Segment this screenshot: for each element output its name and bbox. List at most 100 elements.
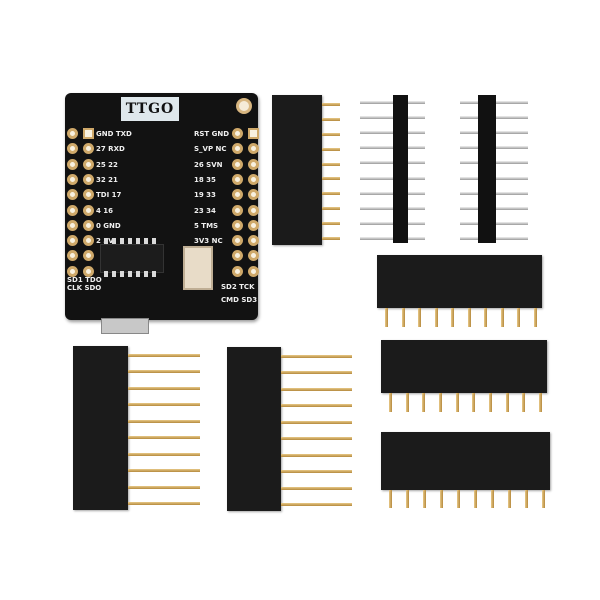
pin-pad xyxy=(232,173,243,185)
header-pin xyxy=(489,393,492,412)
pin-pad xyxy=(67,250,78,262)
chip-leg xyxy=(104,238,108,244)
pin-label-left: GND TXD xyxy=(96,130,132,138)
header-pin xyxy=(322,103,340,106)
pin-label-left-bottom: CLK SDO xyxy=(67,284,102,292)
pin-label-left: 27 RXD xyxy=(96,145,125,154)
header-pin xyxy=(322,192,340,196)
pin-label-right-bottom: CMD SD3 xyxy=(221,296,258,304)
header-pin xyxy=(472,393,476,412)
pin-label-left: 0 GND xyxy=(96,221,121,230)
pin-pad xyxy=(67,219,78,231)
header-pin xyxy=(128,485,200,489)
header-pin xyxy=(389,490,392,508)
chip-leg xyxy=(128,238,132,244)
pin-pad xyxy=(248,265,259,277)
header-pin xyxy=(522,393,526,412)
header-pin xyxy=(281,437,352,441)
pin-pad xyxy=(232,219,243,231)
header-pin xyxy=(128,370,200,374)
header-pin xyxy=(539,393,542,412)
pin-pad xyxy=(83,143,94,155)
header-pin xyxy=(455,393,459,412)
usb-serial-chip xyxy=(100,244,164,273)
header-pin xyxy=(517,308,521,327)
header-pin xyxy=(505,393,509,412)
pin-label-right: 5 TMS xyxy=(194,221,219,230)
header-pin xyxy=(385,308,388,327)
header-pin xyxy=(418,308,422,327)
header-pin xyxy=(534,308,537,327)
header-pin xyxy=(484,308,488,327)
battery-connector xyxy=(183,246,213,290)
chip-leg xyxy=(120,238,124,244)
header-pin xyxy=(360,191,425,195)
chip-leg xyxy=(136,271,140,277)
pin-pad xyxy=(83,158,94,170)
header-pin xyxy=(128,469,200,473)
pin-pad xyxy=(83,173,94,185)
pin-label-left: 25 22 xyxy=(96,160,118,169)
pin-pad xyxy=(67,173,78,185)
header-pin xyxy=(128,354,200,357)
pin-pad xyxy=(248,158,259,170)
pin-pad xyxy=(232,189,243,201)
header-pin xyxy=(322,207,340,211)
header-pin xyxy=(322,162,340,166)
header-pin xyxy=(401,308,405,327)
header-pin xyxy=(439,393,442,412)
header-pin xyxy=(491,490,494,508)
header-pin xyxy=(474,490,477,508)
pin-label-right: 23 34 xyxy=(194,206,216,215)
chip-leg xyxy=(152,271,156,277)
header-pin xyxy=(542,490,545,508)
male-pin-header xyxy=(478,95,496,243)
chip-leg xyxy=(128,271,132,277)
pin-pad xyxy=(67,204,78,216)
header-pin xyxy=(451,308,455,327)
header-pin xyxy=(128,419,200,423)
header-pin xyxy=(322,117,340,121)
female-header-horizontal xyxy=(381,340,547,393)
header-pin xyxy=(406,490,409,508)
long-female-header xyxy=(227,347,281,511)
header-pin xyxy=(281,486,352,490)
pin-pad xyxy=(232,143,243,155)
pin-pad xyxy=(232,250,243,262)
pin-pad xyxy=(248,128,259,139)
header-pin xyxy=(281,355,352,358)
header-pin xyxy=(434,308,438,327)
header-pin xyxy=(360,101,425,104)
female-header-vertical xyxy=(272,95,322,245)
header-pin xyxy=(128,386,200,390)
chip-leg xyxy=(112,271,116,277)
pin-pad xyxy=(83,189,94,201)
long-female-header xyxy=(73,346,128,510)
pin-pad xyxy=(248,204,259,216)
header-pin xyxy=(281,453,352,457)
pin-pad xyxy=(83,250,94,262)
pin-label-right: 18 35 xyxy=(194,175,216,184)
header-pin xyxy=(467,308,471,327)
pin-pad xyxy=(67,143,78,155)
header-pin xyxy=(322,177,340,181)
pin-pad xyxy=(67,189,78,201)
header-pin xyxy=(360,206,425,210)
header-pin xyxy=(281,371,352,375)
header-pin xyxy=(389,393,392,412)
pin-label-right: 19 33 xyxy=(194,191,216,200)
micro-usb-port xyxy=(101,318,149,334)
pin-pad xyxy=(232,158,243,170)
header-pin xyxy=(360,221,425,225)
chip-leg xyxy=(144,238,148,244)
board-logo: TTGO xyxy=(121,97,179,121)
pin-label-left: 4 16 xyxy=(96,206,114,215)
pin-pad xyxy=(248,250,259,262)
header-pin xyxy=(281,387,352,391)
pin-label-left-bottom: SD1 TDO xyxy=(67,276,102,284)
pin-pad xyxy=(232,204,243,216)
pin-pad xyxy=(83,204,94,216)
pin-pad xyxy=(232,235,243,247)
pin-pad xyxy=(248,235,259,247)
